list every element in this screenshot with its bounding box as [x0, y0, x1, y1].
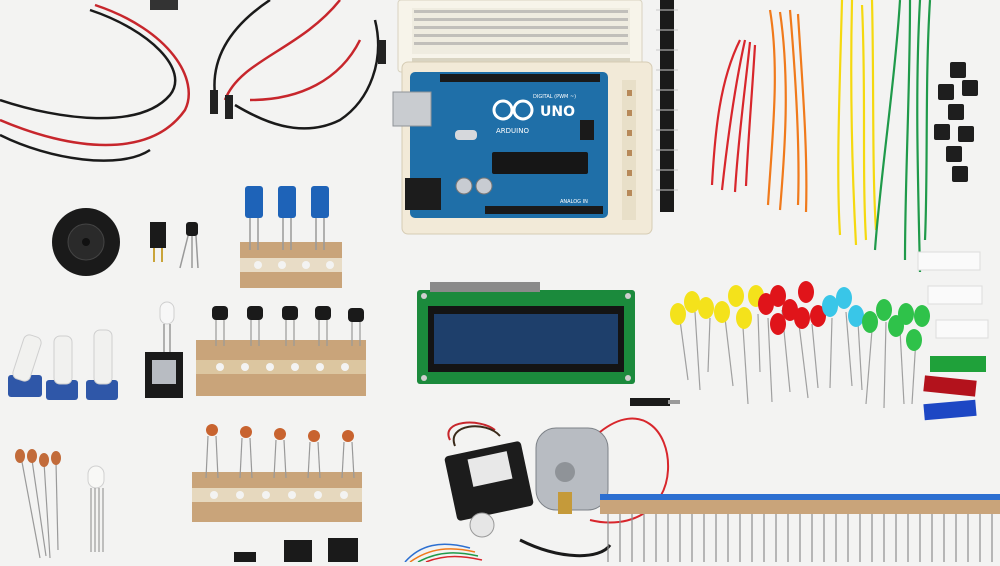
jumper-cables-top-left	[0, 0, 380, 162]
power-jack	[405, 178, 441, 210]
board-label-analog: ANALOG IN	[560, 199, 588, 205]
board-brand: ARDUINO	[496, 127, 529, 135]
cable-connector	[150, 0, 178, 10]
capacitor-board	[455, 177, 473, 195]
cable-connector	[378, 40, 386, 64]
icsp-header	[580, 120, 594, 140]
transistor-strip	[196, 306, 366, 396]
bottom-regulators	[234, 538, 358, 562]
photoresistors	[15, 449, 61, 559]
voltage-regulator-small	[150, 222, 166, 262]
board-model: UNO	[540, 104, 575, 120]
buzzer	[52, 208, 120, 276]
voltage-regulator	[145, 352, 183, 398]
rgb-led	[87, 465, 105, 552]
arduino-uno-board: ARDUINO UNO DIGITAL (PWM ~) ANALOG IN	[392, 72, 608, 218]
crystal	[455, 130, 477, 140]
cable-connector	[210, 90, 218, 114]
clear-led	[159, 301, 175, 356]
resistor-tape	[600, 494, 1000, 562]
wire-bundle-orange	[766, 9, 808, 213]
leds-red	[758, 281, 826, 403]
atmega-chip	[492, 152, 588, 174]
push-buttons	[934, 62, 978, 182]
wire-bundle-green	[873, 0, 932, 273]
leds-green	[862, 299, 930, 409]
transistor-small	[179, 222, 199, 269]
potentiometers	[8, 329, 118, 400]
motor-cable	[519, 538, 612, 558]
pin-header-strip	[656, 0, 678, 212]
capacitor-strip	[240, 186, 342, 288]
wire-bundle-yellow	[837, 0, 878, 246]
leds-blue	[822, 287, 864, 391]
dc-motor	[535, 398, 680, 524]
red-tape	[923, 375, 977, 397]
wire-bundle-red	[710, 39, 757, 193]
breadboard	[397, 0, 643, 73]
ribbon-jumpers	[404, 543, 483, 563]
analog-header	[485, 206, 603, 214]
usb-port	[392, 91, 432, 127]
board-label-digital: DIGITAL (PWM ~)	[533, 94, 576, 100]
servo-motor	[444, 421, 534, 538]
white-labels	[917, 251, 989, 339]
green-tape	[930, 356, 986, 372]
cable-connector	[225, 95, 233, 119]
lcd-module	[417, 282, 635, 384]
digital-header	[440, 74, 600, 82]
arduino-logo	[492, 99, 534, 121]
ceramic-capacitor-strip	[192, 424, 362, 522]
blue-tape	[923, 399, 977, 421]
leds-yellow	[670, 285, 764, 405]
plate-pin-labels	[622, 80, 636, 220]
capacitor-board	[475, 177, 493, 195]
